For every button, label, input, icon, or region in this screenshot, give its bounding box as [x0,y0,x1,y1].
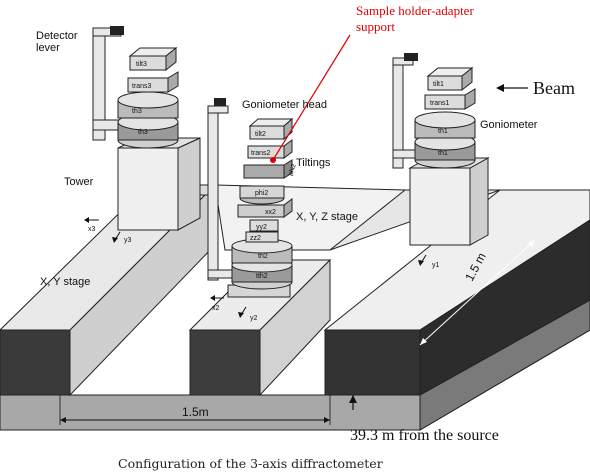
right-th-upper-label: th1 [438,128,448,135]
left-y-axis-label: y3 [124,237,132,244]
detector-lever-label-line1: Detector [36,30,78,42]
center-xx-label: xx2 [265,209,276,216]
center-goniometer-stack: tilt2 trans2 phi2 phi2 xx2 yy2 zz2 th2 t… [227,117,298,298]
tower-label: Tower [64,176,94,188]
left-x-axis-label: x3 [88,226,96,233]
sample-holder-label-line2: support [356,19,395,34]
sample-holder-label-line1: Sample holder-adapter [356,3,474,18]
beam-arrow [496,84,528,92]
center-y-axis-label: y2 [250,315,258,322]
axis-markers: x3 y3 x2 y2 y1 [84,217,440,322]
base-floor [0,299,590,431]
beam-label: Beam [533,78,575,98]
right-rail-block [323,189,590,396]
center-th-upper-label: th2 [258,253,268,260]
center-tilt-label: tilt2 [255,131,266,138]
goniometer-label: Goniometer [480,119,538,131]
right-tilt-label: tilt1 [433,81,444,88]
sample-holder-pointer [270,34,351,163]
distance-from-source-label: 39.3 m from the source [350,427,499,444]
detector-arm-left [92,26,134,141]
left-th-lower-label: th3 [138,129,148,136]
figure-caption: Configuration of the 3-axis diffractomet… [118,456,383,471]
right-y-axis-label: y1 [432,262,440,269]
detector-lever-label-line2: lever [36,42,60,54]
right-th-lower-label: th1 [438,150,448,157]
xy-stage-label: X, Y stage [40,276,90,288]
left-th-upper-label: th3 [132,108,142,115]
center-yy-label: yy2 [256,224,267,231]
source-marker [349,395,357,410]
left-goniometer-stack: tilt3 trans3 th3 th3 [117,46,179,149]
center-trans-label: trans2 [251,150,271,157]
right-goniometer-stack: tilt1 trans1 th1 th1 [414,66,476,169]
center-x-axis-label: x2 [212,305,220,312]
right-tower [408,157,490,246]
right-trans-label: trans1 [430,100,450,107]
dimension-1-5m-bottom: 1.5m [182,405,209,419]
goniometer-head-label: Goniometer head [242,99,327,111]
left-tower [117,137,201,231]
center-th-lower-label: tth2 [256,273,268,280]
left-trans-label: trans3 [132,83,152,90]
dimension-bottom: 1.5m [59,395,331,425]
left-tilt-label: tilt3 [136,61,147,68]
detector-arm-right [392,53,424,169]
center-phi-side-label: phi2 [287,163,298,177]
tiltings-label: Tiltings [296,157,331,169]
center-phi-label: phi2 [255,190,268,197]
xyz-stage-label: X, Y, Z stage [296,211,358,223]
center-zz-label: zz2 [250,235,261,242]
